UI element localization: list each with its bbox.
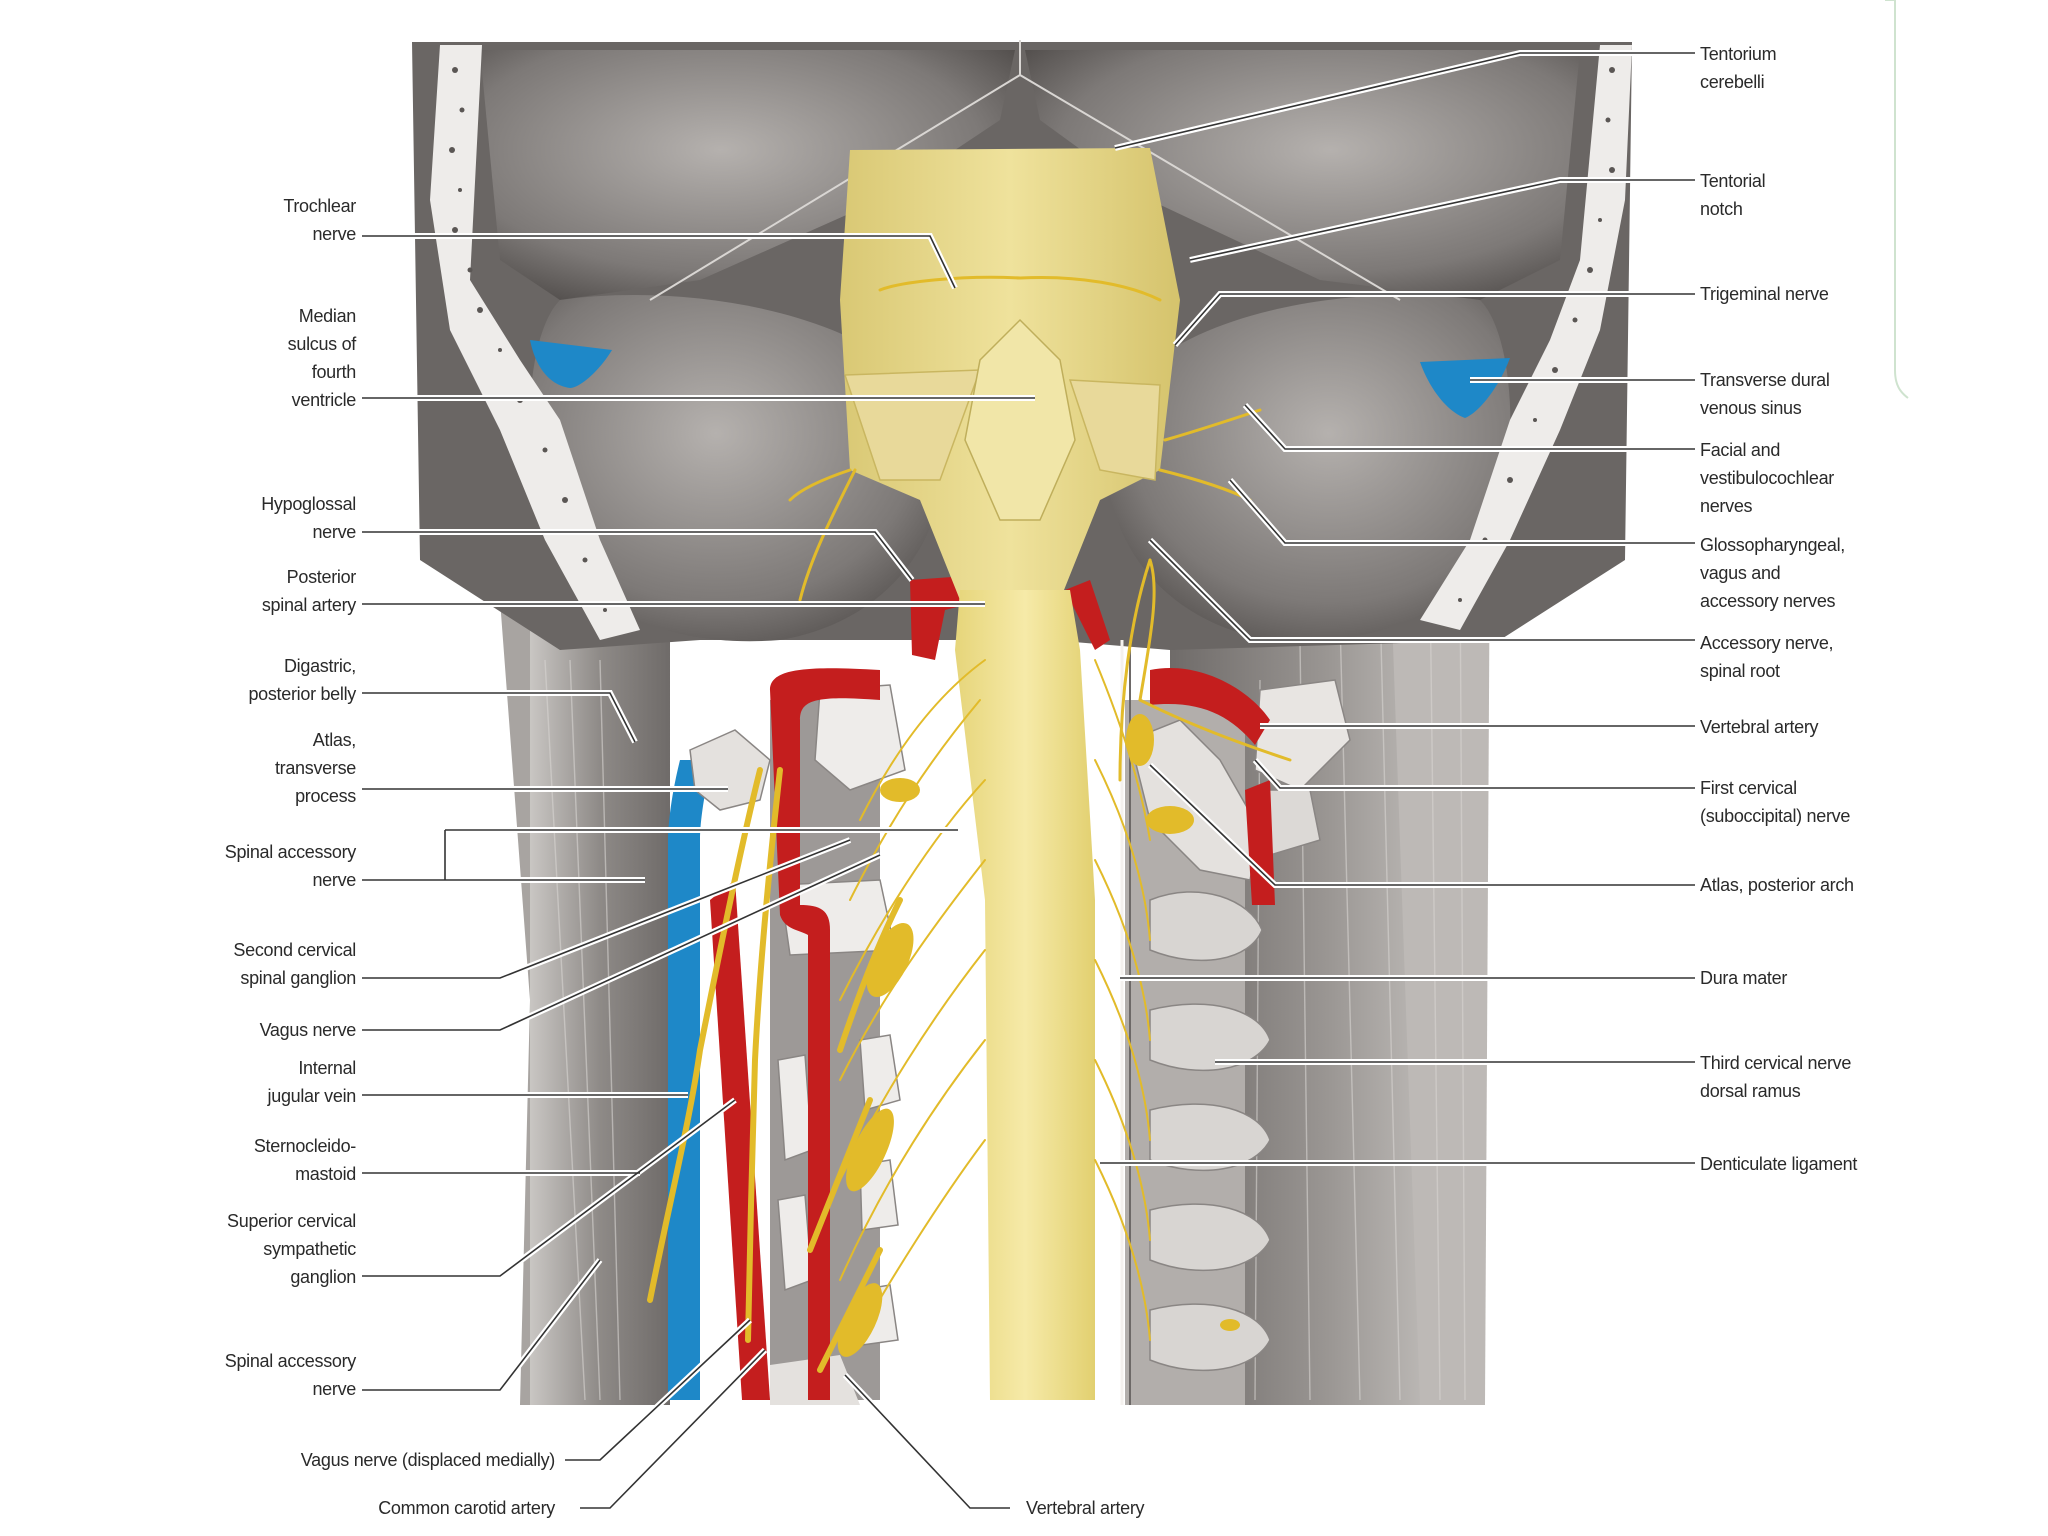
label-glossopharyngeal-vagus-accessory: Glossopharyngeal, vagus and accessory ne… bbox=[1700, 535, 1845, 611]
leader-vagus bbox=[362, 854, 881, 1031]
neck-left-muscle-band bbox=[530, 620, 670, 1405]
veins bbox=[668, 760, 712, 1400]
transverse-sinus-left bbox=[530, 340, 612, 388]
leader-atlas-posterior bbox=[1149, 764, 1695, 886]
label-sternocleidomastoid: Sternocleido- mastoid bbox=[253, 1136, 356, 1184]
label-internal-jugular-vein: Internal jugular vein bbox=[267, 1058, 357, 1106]
label-median-sulcus: Median sulcus of fourth ventricle bbox=[287, 306, 357, 410]
leader-superior-cervical bbox=[362, 1099, 736, 1277]
occipital-bone-left bbox=[430, 45, 640, 640]
label-digastric-posterior-belly: Digastric, posterior belly bbox=[248, 656, 356, 704]
leader-first-cervical bbox=[1254, 759, 1695, 789]
common-carotid-artery-vessel bbox=[710, 880, 770, 1400]
label-first-cervical-nerve: First cervical (suboccipital) nerve bbox=[1700, 778, 1851, 826]
label-posterior-spinal-artery: Posterior spinal artery bbox=[261, 567, 356, 615]
spinal-accessory-nerve-trunk bbox=[647, 767, 763, 1303]
internal-jugular-vein-vessel bbox=[668, 840, 700, 1400]
label-tentorium-cerebelli: Tentorium cerebelli bbox=[1700, 44, 1777, 92]
leader-lines bbox=[362, 50, 1695, 1511]
right-lateral-muscle bbox=[1390, 520, 1490, 1405]
label-accessory-spinal-root: Accessory nerve, spinal root bbox=[1700, 633, 1834, 681]
third-cervical-root bbox=[807, 1097, 873, 1253]
label-transverse-dural-sinus: Transverse dural venous sinus bbox=[1700, 370, 1830, 418]
label-spinal-accessory-nerve-upper: Spinal accessory nerve bbox=[224, 842, 357, 890]
upper-right-fossa bbox=[1025, 50, 1580, 300]
cerebellar-fossa-left bbox=[529, 295, 944, 642]
page-edge bbox=[1885, 0, 1909, 399]
leader-facial bbox=[1244, 404, 1695, 450]
leader-tentorial-notch bbox=[1189, 179, 1695, 261]
posterior-spinal-artery-right bbox=[1065, 580, 1110, 650]
label-superior-cervical-ganglion: Superior cervical sympathetic ganglion bbox=[227, 1211, 356, 1287]
leader-vagus-displaced bbox=[565, 1319, 751, 1461]
leader-digastric bbox=[362, 692, 636, 743]
leader-tentorium bbox=[1114, 52, 1695, 149]
leader-vertebral-bottom bbox=[844, 1374, 1010, 1509]
fourth-ventricle-floor bbox=[964, 318, 1076, 521]
transverse-sinus-right bbox=[1420, 358, 1510, 418]
leader-trigeminal bbox=[1174, 293, 1695, 346]
label-trochlear-nerve: Trochlear nerve bbox=[283, 196, 356, 244]
vertebral-artery-left-vessel bbox=[770, 668, 880, 1400]
leader-accessory-spinal-root bbox=[1149, 539, 1695, 641]
spinal-cord bbox=[955, 590, 1095, 1400]
label-trigeminal-nerve: Trigeminal nerve bbox=[1700, 284, 1829, 304]
label-vagus-displaced: Vagus nerve (displaced medially) bbox=[300, 1450, 556, 1470]
label-vertebral-artery-right: Vertebral artery bbox=[1700, 717, 1819, 737]
label-atlas-posterior-arch: Atlas, posterior arch bbox=[1700, 875, 1854, 895]
label-common-carotid-artery: Common carotid artery bbox=[378, 1498, 555, 1518]
leader-trochlear bbox=[362, 235, 956, 289]
label-atlas-transverse-process: Atlas, transverse process bbox=[274, 730, 356, 806]
cerebellar-fossa-right bbox=[1106, 295, 1511, 642]
occipital-bone-right bbox=[1420, 45, 1632, 630]
vagus-nerve-trunk bbox=[745, 767, 783, 1343]
label-vagus-nerve: Vagus nerve bbox=[259, 1020, 357, 1040]
leader-hypoglossal bbox=[362, 531, 913, 581]
label-spinal-accessory-nerve-lower: Spinal accessory nerve bbox=[224, 1351, 357, 1399]
label-second-cervical-ganglion: Second cervical spinal ganglion bbox=[233, 940, 356, 988]
vertebral-artery-right-vessel bbox=[1150, 668, 1275, 905]
nerves bbox=[647, 275, 1292, 1373]
label-vertebral-artery-bottom: Vertebral artery bbox=[1026, 1498, 1145, 1518]
label-hypoglossal-nerve: Hypoglossal nerve bbox=[261, 494, 356, 542]
leader-second-cervical bbox=[362, 839, 851, 979]
leader-glossopharyngeal bbox=[1229, 479, 1695, 544]
label-tentorial-notch: Tentorial notch bbox=[1700, 171, 1766, 219]
leader-common-carotid bbox=[580, 1349, 766, 1509]
cerebellar-peduncle-right bbox=[1068, 379, 1161, 481]
label-denticulate-ligament: Denticulate ligament bbox=[1700, 1154, 1858, 1174]
label-dura-mater: Dura mater bbox=[1700, 968, 1788, 988]
label-facial-vestibulocochlear: Facial and vestibulocochlear nerves bbox=[1700, 440, 1834, 516]
label-third-cervical-dorsal-ramus: Third cervical nerve dorsal ramus bbox=[1700, 1053, 1852, 1101]
leader-spinal-accessory-lower bbox=[362, 1259, 601, 1391]
